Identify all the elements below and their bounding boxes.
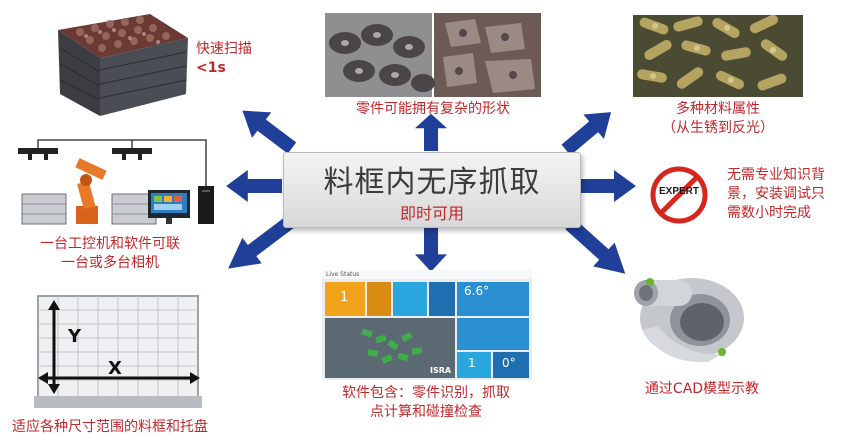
ipc-setup-image — [14, 134, 224, 234]
ipc-caption: 一台工控机和软件可联 一台或多台相机 — [4, 235, 216, 273]
monitor-icon — [148, 190, 190, 224]
parts-bin-image — [40, 8, 190, 120]
pc-tower-icon — [198, 186, 214, 224]
screen-tile-1: 1 — [340, 290, 349, 305]
x-axis-arrow — [38, 372, 200, 384]
fast-scan-line1: 快速扫描 — [196, 41, 252, 57]
ipc-line1: 一台工控机和软件可联 — [40, 236, 180, 252]
screen-brand: ISRA — [430, 366, 452, 375]
no-expert-sign: EXPERT — [650, 166, 708, 224]
axis-x-label: X — [108, 358, 122, 379]
no-expert-line3: 需数小时完成 — [727, 205, 811, 221]
fast-scan-line2: <1s — [196, 60, 226, 76]
arrow-up — [415, 113, 447, 151]
materials-line1: 多种材料属性 — [676, 101, 760, 117]
shapes-caption: 零件可能拥有复杂的形状 — [356, 101, 510, 117]
center-subtitle: 即时可用 — [399, 204, 464, 223]
screen-tile-2: 6.6° — [464, 284, 490, 298]
screen-tile-4: 0° — [502, 356, 516, 370]
arrow-left — [226, 170, 282, 202]
axis-y-label: Y — [68, 326, 82, 347]
bins-caption: 适应各种尺寸范围的料框和托盘 — [12, 419, 208, 435]
arrow-right — [579, 170, 637, 202]
arrow-down — [415, 227, 447, 272]
no-expert-line1: 无需专业知识背 — [727, 167, 825, 183]
camera-icon — [112, 148, 152, 160]
no-expert-caption: 无需专业知识背 景，安装调试只 需数小时完成 — [727, 166, 857, 223]
screen-tile-3: 1 — [468, 356, 476, 370]
software-screenshot: Live Status 1 6.6° 1 0° ISRA — [322, 270, 532, 380]
center-title-box: 料框内无序抓取 即时可用 — [283, 152, 581, 228]
software-line2: 点计算和碰撞检查 — [370, 404, 482, 420]
parts-shapes-image — [325, 13, 541, 97]
cad-model-image — [622, 260, 758, 370]
center-title: 料框内无序抓取 — [323, 165, 541, 200]
software-line1: 软件包含：零件识别，抓取 — [342, 385, 510, 401]
robot-icon — [75, 158, 107, 224]
materials-line2: （从生锈到反光） — [662, 120, 774, 136]
y-axis-arrow — [48, 300, 60, 394]
no-expert-line2: 景，安装调试只 — [727, 186, 825, 202]
cad-caption: 通过CAD模型示教 — [644, 381, 760, 397]
ipc-line2: 一台或多台相机 — [61, 255, 159, 271]
materials-image — [633, 15, 803, 97]
camera-icon — [18, 148, 58, 160]
screen-app-title: Live Status — [326, 271, 360, 278]
fast-scan-caption: 快速扫描 <1s — [196, 40, 252, 78]
materials-caption: 多种材料属性 （从生锈到反光） — [633, 100, 803, 138]
software-caption: 软件包含：零件识别，抓取 点计算和碰撞检查 — [308, 384, 544, 422]
expert-sign-text: EXPERT — [658, 186, 699, 197]
bin-xy-image: Y X — [24, 286, 210, 414]
